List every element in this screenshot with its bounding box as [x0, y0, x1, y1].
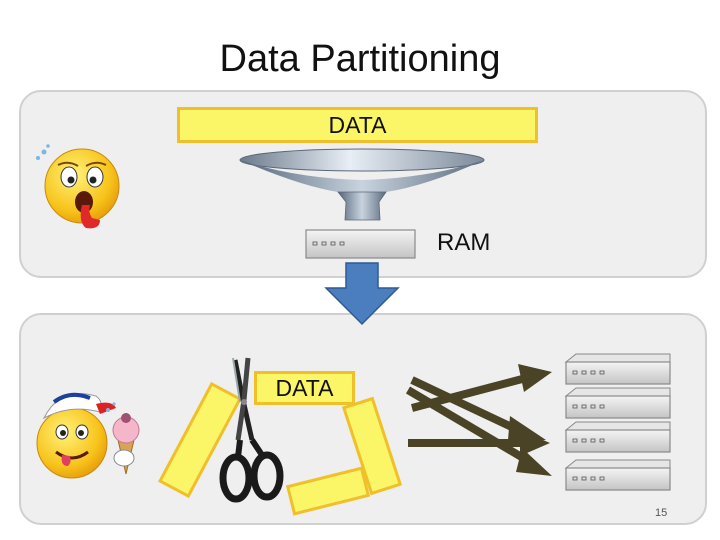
ram-module-icon [564, 459, 671, 491]
data-bar-bottom: DATA [254, 371, 355, 405]
overwhelmed-face-icon [36, 144, 120, 229]
scissors-icon [219, 357, 284, 503]
ram-module-icon [564, 387, 671, 419]
data-piece-bottom [285, 466, 371, 516]
ram-label: RAM [437, 229, 491, 256]
crossing-arrows [405, 364, 552, 476]
data-bar-top: DATA [177, 107, 538, 143]
data-piece-middle [341, 396, 403, 496]
ram-stack [564, 353, 671, 491]
data-piece-left [158, 381, 242, 499]
ram-module-icon [564, 421, 671, 453]
ram-module-icon [305, 229, 416, 259]
slide-title: Data Partitioning [219, 38, 501, 80]
happy-face-icecream-icon [36, 392, 140, 479]
down-arrow-icon [324, 262, 400, 326]
page-number: 15 [655, 507, 668, 519]
funnel-icon [239, 148, 485, 221]
ram-module-icon [564, 353, 671, 385]
